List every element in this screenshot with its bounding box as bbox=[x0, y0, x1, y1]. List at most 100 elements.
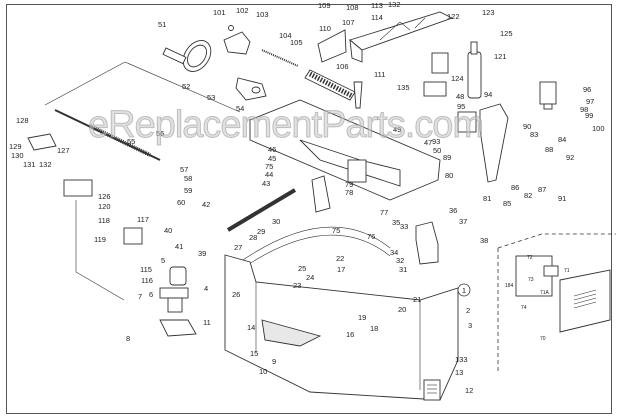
part-label-59: 59 bbox=[184, 186, 192, 195]
feed-rod-part bbox=[44, 61, 241, 161]
part-label-82: 82 bbox=[524, 191, 532, 200]
rod-part bbox=[226, 188, 297, 232]
part-label-46: 46 bbox=[268, 145, 276, 154]
part-label-12: 12 bbox=[465, 386, 473, 395]
part-label-71A: 71A bbox=[540, 290, 550, 296]
part-label-76: 76 bbox=[367, 232, 375, 241]
part-label-95: 95 bbox=[457, 102, 465, 111]
handwheel-part bbox=[162, 40, 212, 72]
part-label-115: 115 bbox=[140, 265, 152, 274]
part-label-55: 55 bbox=[127, 137, 135, 146]
part-label-44: 44 bbox=[265, 170, 273, 179]
part-label-116: 116 bbox=[141, 276, 153, 285]
part-label-2: 2 bbox=[466, 306, 470, 315]
part-label-132: 132 bbox=[388, 0, 401, 9]
part-label-105: 105 bbox=[290, 38, 303, 47]
part-label-20: 20 bbox=[398, 305, 406, 314]
part-label-74: 74 bbox=[521, 305, 527, 311]
electrical-inset bbox=[497, 233, 616, 372]
saw-head-part bbox=[249, 99, 441, 201]
part-label-135: 135 bbox=[397, 83, 410, 92]
part-label-106: 106 bbox=[336, 62, 349, 71]
part-label-113: 113 bbox=[371, 1, 383, 10]
part-label-33: 33 bbox=[400, 222, 408, 231]
part-label-83: 83 bbox=[530, 130, 538, 139]
pin-part bbox=[353, 81, 363, 109]
bracket-part bbox=[235, 77, 267, 101]
spring-part bbox=[261, 49, 356, 101]
part-label-89: 89 bbox=[443, 153, 451, 162]
top-bracket-part bbox=[223, 25, 251, 55]
part-label-128: 128 bbox=[16, 116, 29, 125]
part-label-93: 93 bbox=[432, 137, 440, 146]
part-label-91: 91 bbox=[558, 194, 566, 203]
part-label-98: 98 bbox=[580, 105, 588, 114]
part-label-101: 101 bbox=[213, 8, 226, 17]
part-label-88: 88 bbox=[545, 145, 553, 154]
support-part bbox=[311, 175, 331, 213]
part-label-15: 15 bbox=[250, 349, 258, 358]
part-label-58: 58 bbox=[184, 174, 192, 183]
part-label-47: 47 bbox=[424, 138, 432, 147]
control-panel-part bbox=[27, 133, 57, 151]
svg-text:1: 1 bbox=[462, 286, 466, 295]
part-label-99: 99 bbox=[585, 111, 593, 120]
part-label-50: 50 bbox=[433, 146, 441, 155]
part-label-108: 108 bbox=[346, 3, 359, 12]
part-label-60: 60 bbox=[177, 198, 185, 207]
callout-circle-1: 1 bbox=[457, 283, 471, 297]
part-label-31: 31 bbox=[399, 265, 407, 274]
part-label-9: 9 bbox=[272, 357, 276, 366]
part-label-32: 32 bbox=[396, 256, 404, 265]
column-part bbox=[415, 221, 439, 265]
part-label-38: 38 bbox=[480, 236, 488, 245]
part-label-127: 127 bbox=[57, 146, 70, 155]
part-label-42: 42 bbox=[202, 200, 210, 209]
part-label-125: 125 bbox=[500, 29, 513, 38]
coolant-pipe-part bbox=[75, 200, 125, 301]
part-label-54: 54 bbox=[236, 104, 244, 113]
part-label-73: 73 bbox=[528, 277, 534, 283]
part-label-107: 107 bbox=[342, 18, 355, 27]
part-label-11: 11 bbox=[203, 318, 211, 327]
part-label-25: 25 bbox=[298, 264, 306, 273]
part-label-43: 43 bbox=[262, 179, 270, 188]
part-label-184: 184 bbox=[505, 283, 514, 289]
part-label-22: 22 bbox=[336, 254, 344, 263]
part-label-40: 40 bbox=[164, 226, 172, 235]
part-label-92: 92 bbox=[566, 153, 574, 162]
part-label-21: 21 bbox=[413, 295, 421, 304]
part-label-104: 104 bbox=[279, 31, 292, 40]
part-label-37: 37 bbox=[459, 217, 467, 226]
part-label-86: 86 bbox=[511, 183, 519, 192]
part-label-120: 120 bbox=[98, 202, 111, 211]
part-label-130: 130 bbox=[11, 151, 24, 160]
part-label-72: 72 bbox=[527, 255, 533, 261]
part-label-45: 45 bbox=[268, 154, 276, 163]
part-label-34: 34 bbox=[390, 248, 398, 257]
part-label-77: 77 bbox=[380, 208, 388, 217]
part-label-5: 5 bbox=[161, 256, 165, 265]
switch-part bbox=[423, 52, 449, 97]
part-label-3: 3 bbox=[468, 321, 472, 330]
part-label-132: 132 bbox=[39, 160, 52, 169]
part-label-24: 24 bbox=[306, 273, 314, 282]
part-label-119: 119 bbox=[94, 235, 106, 244]
part-label-23: 23 bbox=[293, 281, 301, 290]
part-label-28: 28 bbox=[249, 233, 257, 242]
part-label-26: 26 bbox=[232, 290, 240, 299]
angle-bracket-part bbox=[457, 111, 477, 133]
part-label-35: 35 bbox=[392, 218, 400, 227]
part-label-6: 6 bbox=[149, 290, 153, 299]
part-label-110: 110 bbox=[319, 24, 331, 33]
part-label-97: 97 bbox=[586, 97, 594, 106]
part-label-87: 87 bbox=[538, 185, 546, 194]
part-label-17: 17 bbox=[337, 265, 345, 274]
part-label-122: 122 bbox=[447, 12, 460, 21]
part-label-79: 79 bbox=[345, 180, 353, 189]
top-rail-part bbox=[349, 11, 454, 63]
part-label-8: 8 bbox=[126, 334, 130, 343]
part-label-121: 121 bbox=[494, 52, 507, 61]
part-label-29: 29 bbox=[257, 227, 265, 236]
